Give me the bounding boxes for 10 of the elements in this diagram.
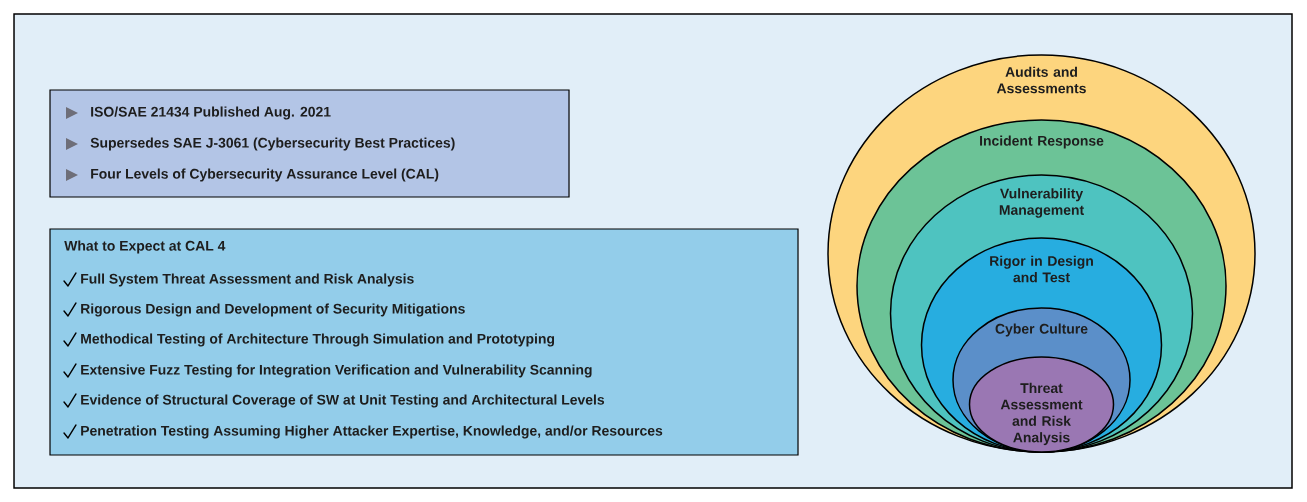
list-item: Methodical Testing of Architecture Through Simulation and Prototyping xyxy=(81,333,555,347)
list-item: Four Levels of Cybersecurity Assurance Level (CAL) xyxy=(91,168,439,182)
list-item: Penetration Testing Assuming Higher Attacker Expertise, Knowledge, and/or Resources xyxy=(81,425,663,439)
list-item: Full System Threat Assessment and Risk Analysis xyxy=(81,273,414,287)
list-item: Extensive Fuzz Testing for Integration Verification and Vulnerability Scanning xyxy=(81,364,592,378)
list-item: ISO/SAE 21434 Published Aug. 2021 xyxy=(91,106,331,120)
list-item: Evidence of Structural Coverage of SW at Unit Testing and Architectural Levels xyxy=(81,394,605,408)
list-item: Supersedes SAE J-3061 (Cybersecurity Best Practices) xyxy=(90,137,455,151)
list-item: Rigorous Design and Development of Security Mitigations xyxy=(81,303,465,317)
panel-heading: What to Expect at CAL 4 xyxy=(64,240,226,254)
